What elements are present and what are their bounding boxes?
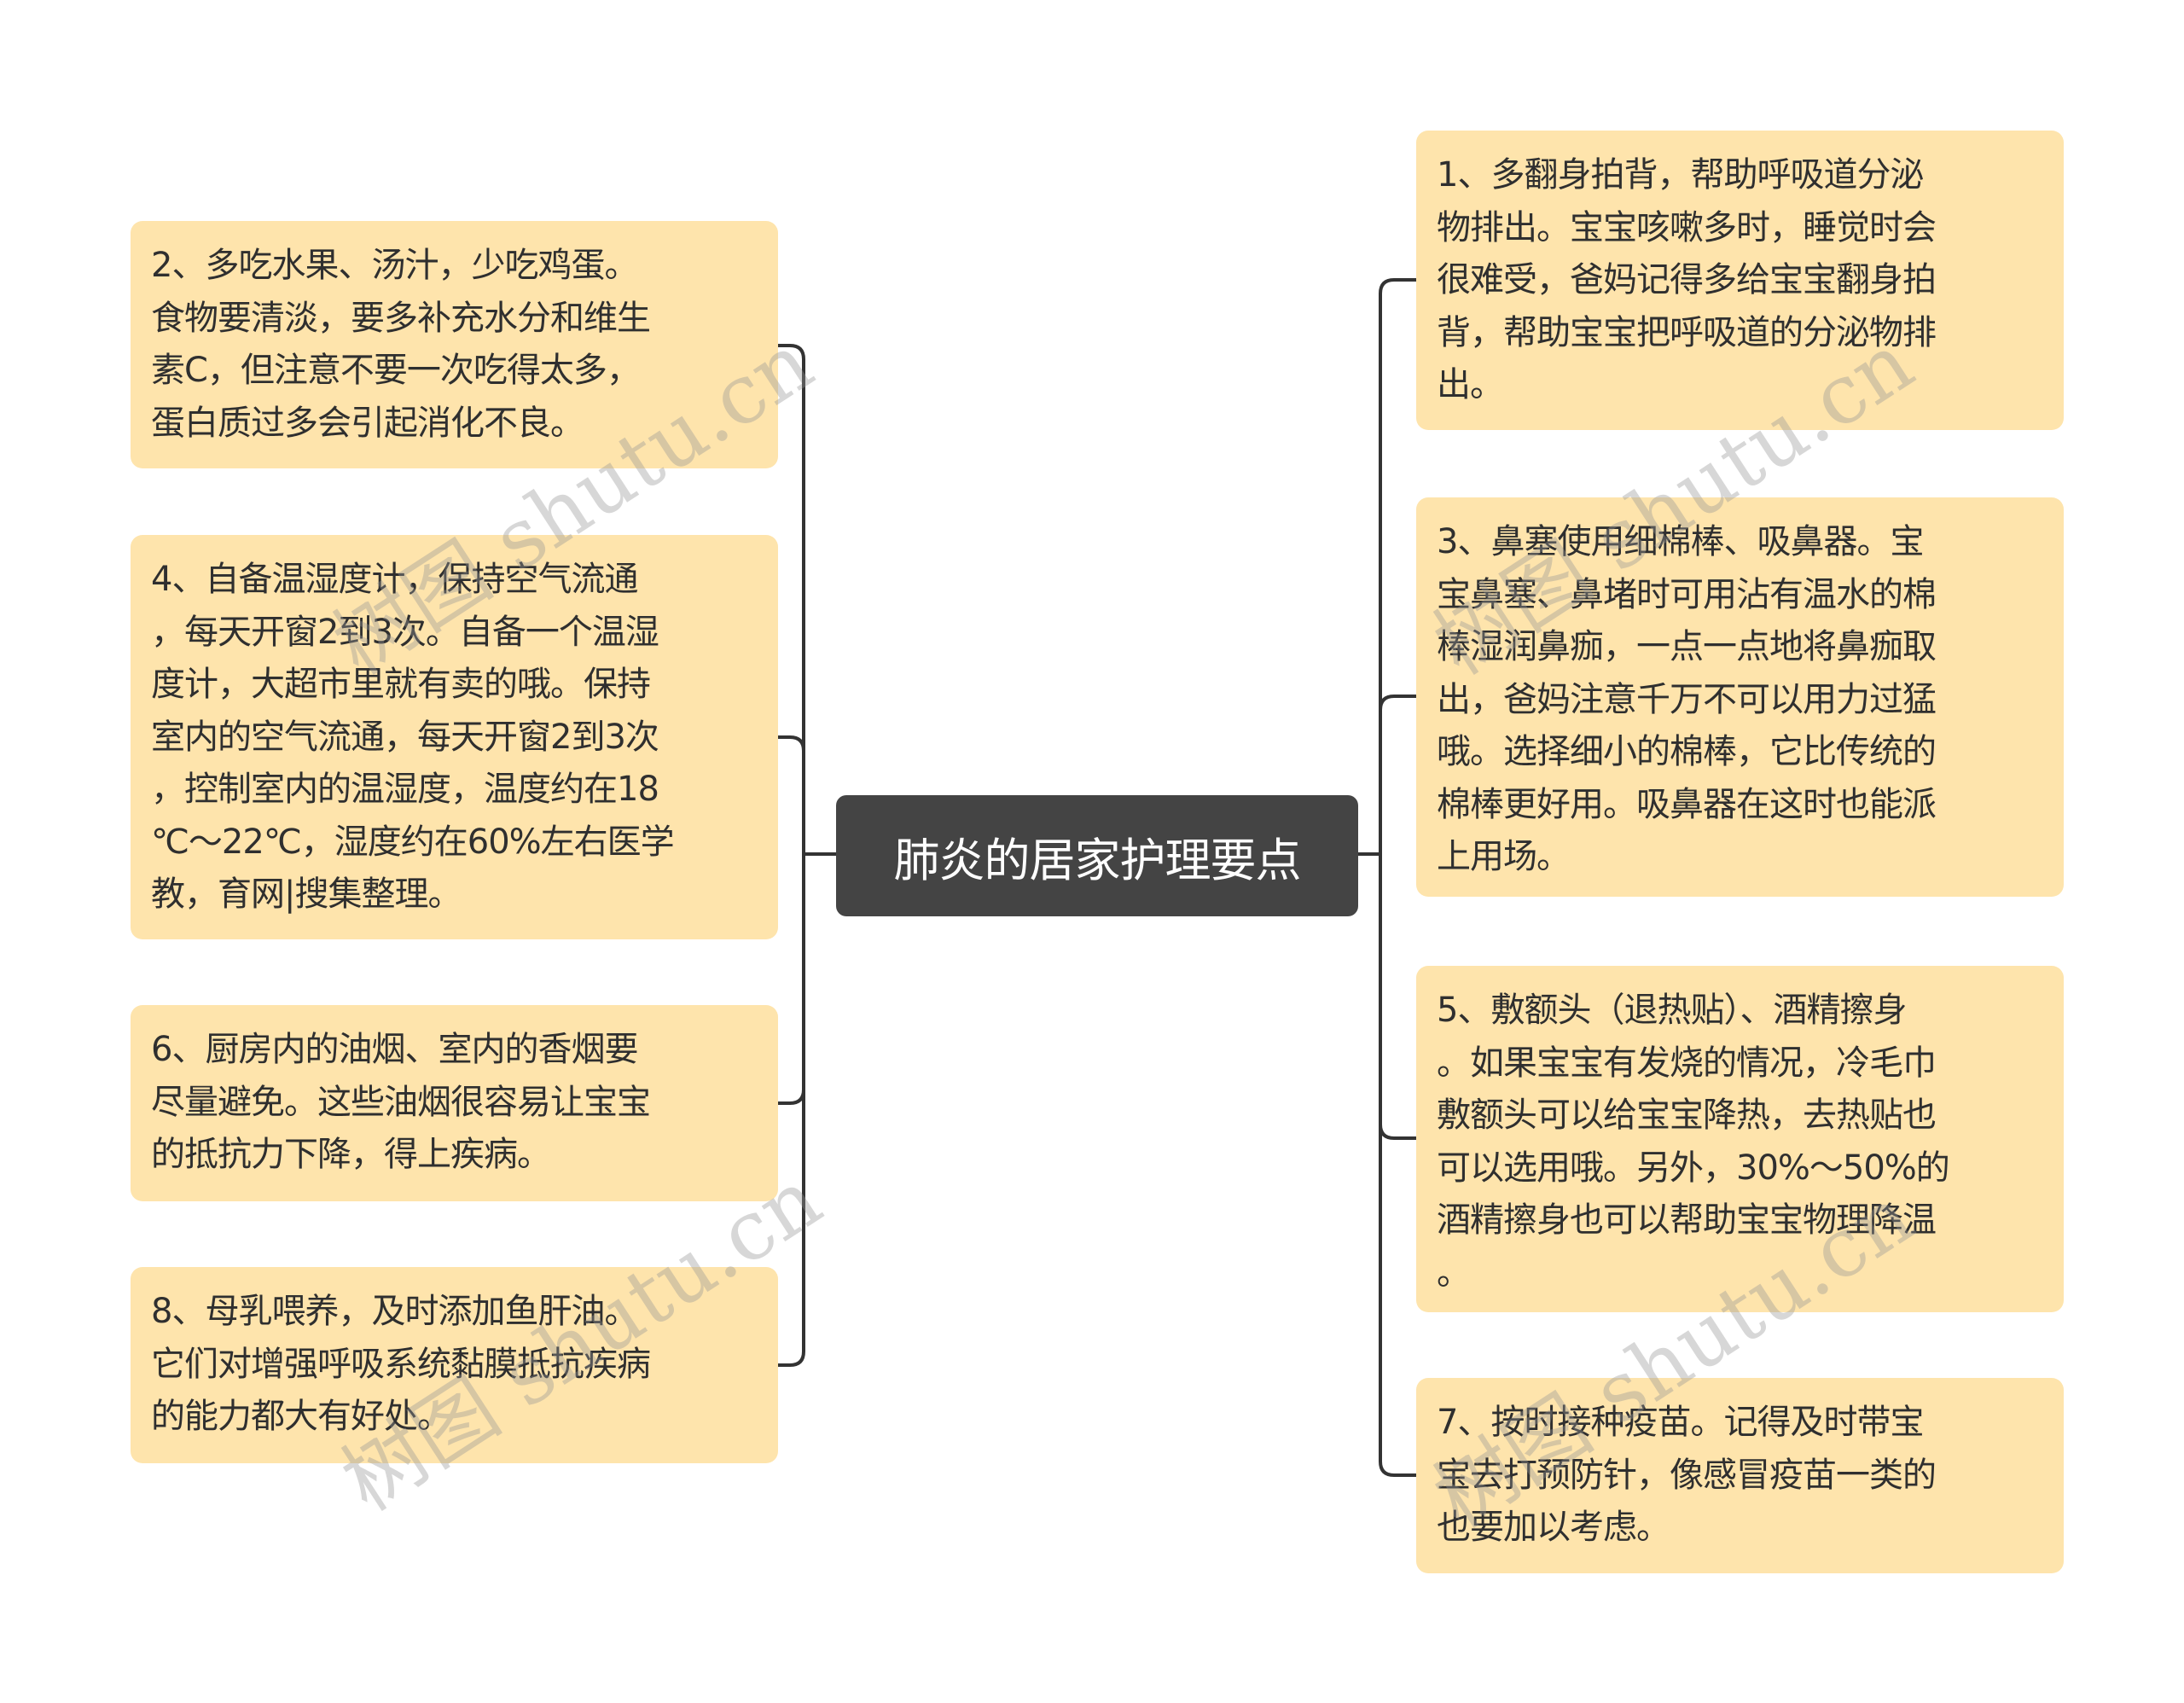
- root-topic-label: 肺炎的居家护理要点: [893, 833, 1302, 887]
- topic-node-3[interactable]: 3、鼻塞使用细棉棒、吸鼻器。宝 宝鼻塞、鼻堵时可用沾有温水的棉 棒湿润鼻痂，一点…: [1416, 497, 2064, 897]
- topic-node-6[interactable]: 6、厨房内的油烟、室内的香烟要 尽量避免。这些油烟很容易让宝宝 的抵抗力下降，得…: [131, 1005, 778, 1201]
- topic-node-2[interactable]: 2、多吃水果、汤汁，少吃鸡蛋。 食物要清淡，要多补充水分和维生 素C，但注意不要…: [131, 221, 778, 468]
- topic-node-4[interactable]: 4、自备温湿度计，保持空气流通 ，每天开窗2到3次。自备一个温湿 度计，大超市里…: [131, 535, 778, 939]
- topic-node-8[interactable]: 8、母乳喂养，及时添加鱼肝油。 它们对增强呼吸系统黏膜抵抗疾病 的能力都大有好处…: [131, 1267, 778, 1463]
- topic-node-7[interactable]: 7、按时接种疫苗。记得及时带宝 宝去打预防针，像感冒疫苗一类的 也要加以考虑。: [1416, 1378, 2064, 1573]
- root-topic[interactable]: 肺炎的居家护理要点: [836, 795, 1358, 916]
- topic-node-1[interactable]: 1、多翻身拍背，帮助呼吸道分泌 物排出。宝宝咳嗽多时，睡觉时会 很难受，爸妈记得…: [1416, 131, 2064, 430]
- topic-node-5[interactable]: 5、敷额头（退热贴）、酒精擦身 。如果宝宝有发烧的情况，冷毛巾 敷额头可以给宝宝…: [1416, 966, 2064, 1312]
